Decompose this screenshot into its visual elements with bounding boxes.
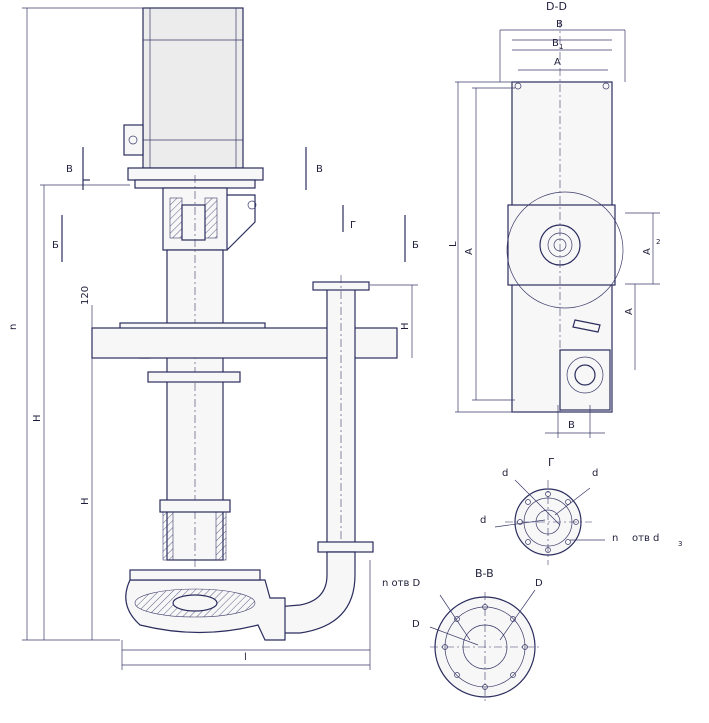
motor-base xyxy=(127,167,264,181)
label-dim-B: B xyxy=(556,19,563,30)
label-120: 120 xyxy=(80,286,91,305)
label-n-otv-D2: n отв D xyxy=(382,578,421,589)
label-dim-A2: A xyxy=(642,248,653,255)
label-H1: H xyxy=(32,414,43,422)
view-g-flange: Г d d d n отв d 3 xyxy=(480,456,682,565)
label-dim-B1: B xyxy=(552,38,559,49)
arrow-label-Be-left: Б xyxy=(52,240,59,251)
label-section-vv: B-B xyxy=(475,567,494,580)
label-dim-A: A xyxy=(464,248,475,255)
arrow-label-B-right: B xyxy=(316,164,323,175)
label-dim-L: L xyxy=(448,241,459,247)
label-sub-3: 3 xyxy=(678,540,682,548)
label-dim-A1-top: A xyxy=(554,57,561,68)
arrow-label-G: Г xyxy=(350,220,356,231)
view-bb: B-B n отв D D D xyxy=(382,567,543,702)
discharge-elbow xyxy=(274,551,356,634)
label-D1: D xyxy=(412,619,420,630)
label-H2: H xyxy=(80,497,91,505)
label-height-n: n xyxy=(8,324,19,330)
label-otv-d3: отв d xyxy=(632,533,659,544)
label-dim-A1-side: A xyxy=(624,308,635,315)
view-dd: D-D B B 1 A L A xyxy=(448,0,660,438)
label-D-big: D xyxy=(535,578,543,589)
motor-terminal-box xyxy=(123,124,144,156)
motor-body xyxy=(142,7,244,169)
arrow-label-Be-right: Б xyxy=(412,240,419,251)
label-d1: d xyxy=(480,515,486,526)
label-d: d xyxy=(502,468,508,479)
main-side-view: n H H H 120 l B B Б Б Г xyxy=(8,7,419,670)
arrow-label-B-left: B xyxy=(66,164,73,175)
label-l: l xyxy=(244,652,247,663)
label-section-dd: D-D xyxy=(546,0,567,13)
label-H3: H xyxy=(400,322,411,330)
label-dim-B2: B xyxy=(568,420,575,431)
label-n1: n xyxy=(612,533,618,544)
label-d2: d xyxy=(592,468,598,479)
label-sub-2: 2 xyxy=(656,238,660,246)
label-sub-1: 1 xyxy=(559,43,563,51)
label-view-G: Г xyxy=(548,456,555,469)
